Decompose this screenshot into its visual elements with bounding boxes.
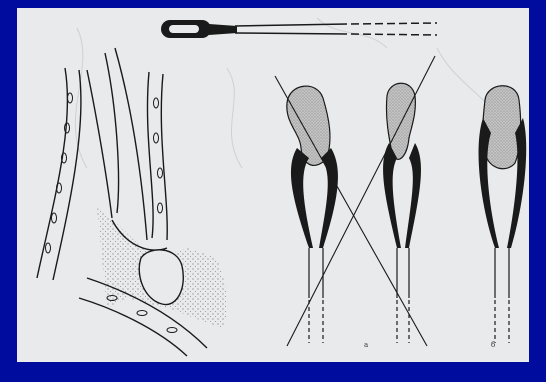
clamp-1 — [287, 86, 338, 343]
clamp-3 — [479, 86, 527, 343]
caption-a: a — [364, 341, 368, 349]
vessel-drawing — [37, 48, 227, 356]
clamps-drawing — [275, 56, 526, 346]
illustration-plate: a б — [17, 8, 529, 362]
clamp-2 — [383, 83, 421, 343]
caption-b: б — [491, 341, 495, 349]
instrument-drawing — [161, 20, 437, 38]
medical-illustration — [17, 8, 529, 362]
